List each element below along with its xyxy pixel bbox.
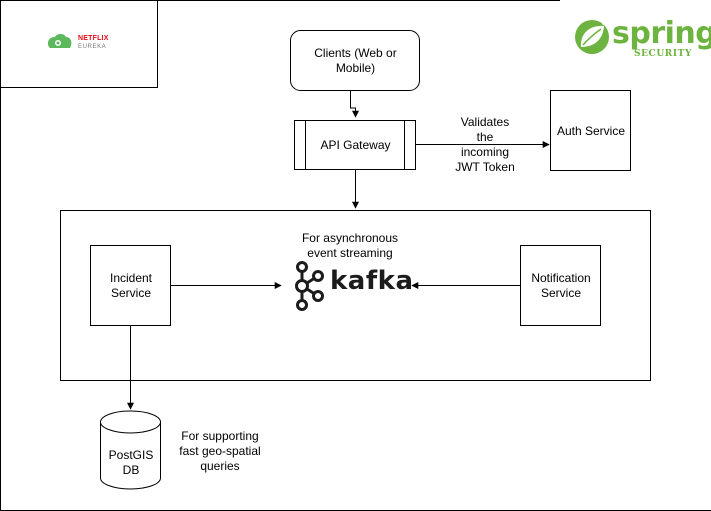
spring-security-text: SECURITY: [634, 49, 692, 59]
eureka-logo: NETFLIX EUREKA: [48, 34, 118, 54]
auth-service-label: Auth Service: [556, 123, 626, 138]
jwt-annotation: Validates the incoming JWT Token: [455, 115, 515, 174]
api-gateway-label: API Gateway: [320, 138, 391, 152]
auth-service-node[interactable]: [550, 90, 631, 171]
kafka-annotation: For asynchronous event streaming: [301, 231, 399, 260]
postgis-db-node[interactable]: [100, 410, 161, 490]
spring-logo-text: spring: [612, 16, 711, 51]
incident-service-node[interactable]: [90, 245, 171, 326]
eureka-netflix-text: NETFLIX: [78, 35, 109, 42]
services-container: [60, 210, 651, 381]
clients-label: Clients (Web or Mobile): [314, 46, 397, 75]
api-gateway-node[interactable]: [294, 120, 416, 170]
postgis-db-label: PostGIS DB: [108, 448, 154, 477]
notification-service-label: Notification Service: [531, 271, 591, 300]
eureka-name-text: EUREKA: [78, 44, 107, 50]
clients-to-gateway-arrow: [350, 91, 359, 118]
incident-service-label: Incident Service: [109, 271, 153, 300]
kafka-icon: [295, 261, 324, 311]
spring-leaf-icon: [575, 20, 609, 54]
kafka-logo-text: kafka: [330, 266, 414, 296]
notification-service-node[interactable]: [520, 245, 601, 326]
postgis-annotation: For supporting fast geo-spatial queries: [179, 428, 261, 473]
clients-node[interactable]: [290, 30, 420, 91]
eureka-icon: [47, 34, 72, 48]
